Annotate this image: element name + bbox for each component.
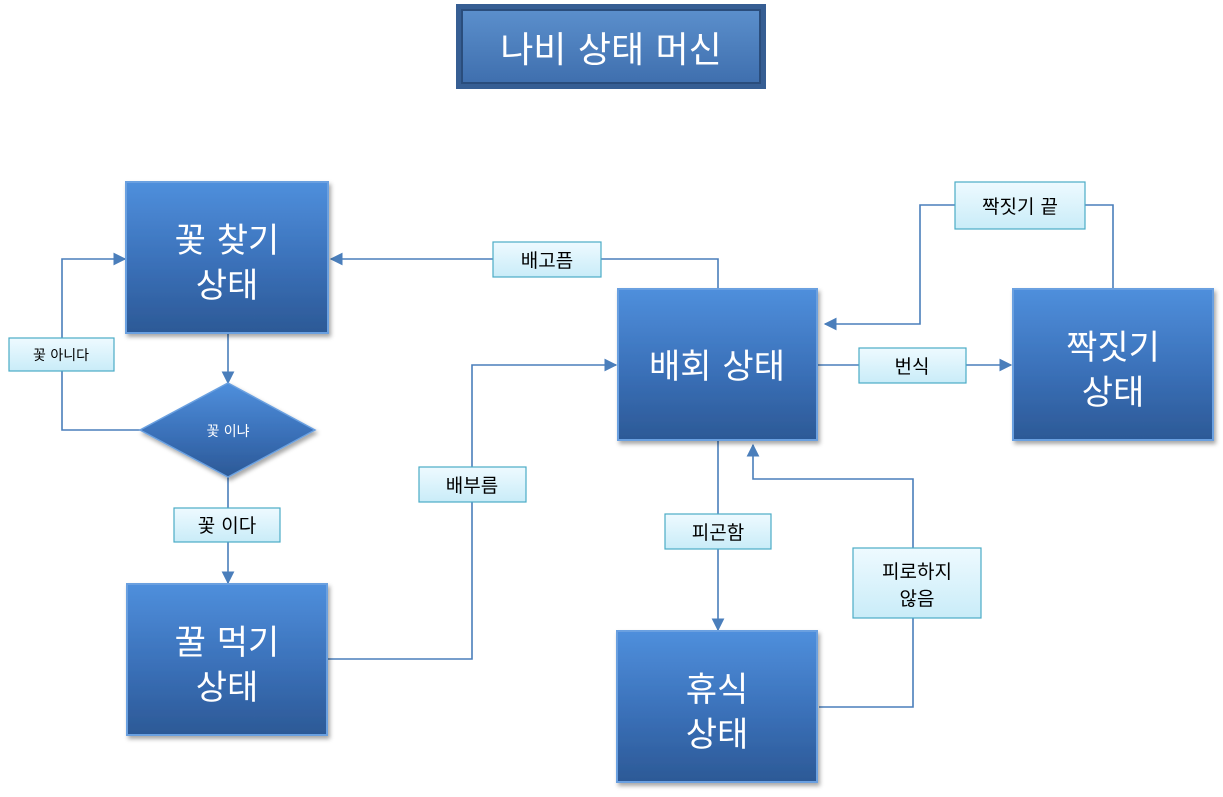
label-breed-text: 번식	[895, 356, 930, 378]
label-breed: 번식	[858, 347, 967, 384]
title-text: 나비 상태 머신	[500, 30, 722, 71]
label-not-flower: 꽃 아니다	[8, 337, 115, 372]
decision-is-flower: 꽃 이냐	[138, 382, 317, 478]
label-is-flower: 꽃 이다	[173, 507, 281, 543]
label-full: 배부름	[418, 466, 527, 503]
state-find-flower-line1: 꽃 찾기	[175, 221, 280, 261]
state-mating: 짝짓기 상태	[1012, 288, 1214, 441]
connector-mating-done	[823, 204, 1114, 331]
label-is-flower-text: 꽃 이다	[198, 515, 256, 537]
label-mating-done: 짝짓기 끝	[954, 181, 1086, 230]
state-wander: 배회 상태	[617, 288, 818, 441]
connector-not-tired	[746, 443, 914, 708]
label-not-tired: 피로하지 않음	[852, 547, 982, 619]
state-rest: 휴식 상태	[616, 630, 818, 783]
diagram-title: 나비 상태 머신	[456, 4, 766, 89]
state-find-flower: 꽃 찾기 상태	[125, 181, 329, 334]
state-rest-line2: 상태	[686, 715, 749, 755]
label-mating-done-text: 짝짓기 끝	[982, 196, 1058, 218]
state-mating-line2: 상태	[1082, 373, 1145, 413]
state-eat-nectar-line2: 상태	[196, 668, 259, 708]
state-wander-label: 배회 상태	[649, 347, 785, 387]
state-find-flower-line2: 상태	[196, 266, 259, 306]
label-tired: 피곤함	[664, 513, 772, 550]
label-not-tired-line1: 피로하지	[882, 561, 952, 583]
state-eat-nectar-line1: 꿀 먹기	[175, 623, 280, 663]
state-eat-nectar: 꿀 먹기 상태	[126, 583, 328, 736]
connector-full	[328, 358, 618, 660]
connector-hungry	[329, 252, 719, 289]
label-full-text: 배부름	[446, 475, 498, 497]
label-not-flower-text: 꽃 아니다	[33, 348, 89, 364]
decision-text: 꽃 이냐	[206, 424, 249, 440]
label-tired-text: 피곤함	[692, 522, 744, 544]
state-rest-line1: 휴식	[686, 670, 749, 710]
label-hungry: 배고픔	[492, 241, 602, 278]
label-not-tired-line2: 않음	[900, 588, 935, 610]
label-hungry-text: 배고픔	[521, 250, 573, 272]
state-mating-line1: 짝짓기	[1066, 328, 1160, 368]
